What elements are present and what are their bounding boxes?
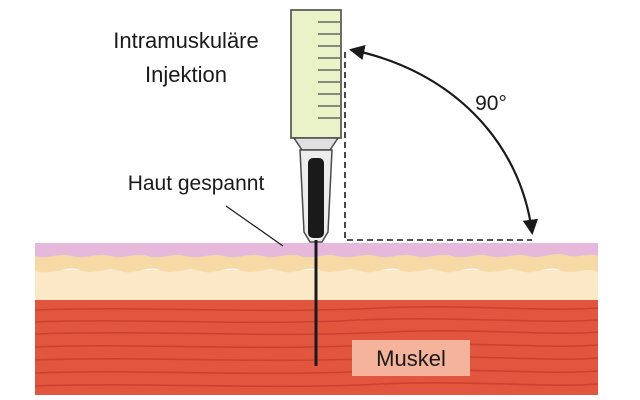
muscle-label-bg bbox=[352, 340, 470, 376]
syringe-neck bbox=[292, 137, 340, 151]
right-angle-dash bbox=[344, 52, 532, 241]
skin-label: Haut gespannt bbox=[128, 172, 265, 195]
title-line-2: Injektion bbox=[145, 62, 227, 87]
syringe-scale bbox=[318, 21, 340, 119]
syringe-barrel bbox=[290, 9, 342, 139]
hub-inner bbox=[308, 158, 324, 238]
muscle-label: Muskel bbox=[376, 346, 446, 371]
title-line-1: Intramuskuläre bbox=[113, 28, 259, 53]
angle-indicator bbox=[344, 44, 539, 241]
syringe bbox=[290, 9, 342, 366]
angle-arc-arrow bbox=[348, 44, 539, 236]
angle-label: 90° bbox=[475, 92, 507, 115]
skin-label-leader bbox=[225, 205, 284, 247]
